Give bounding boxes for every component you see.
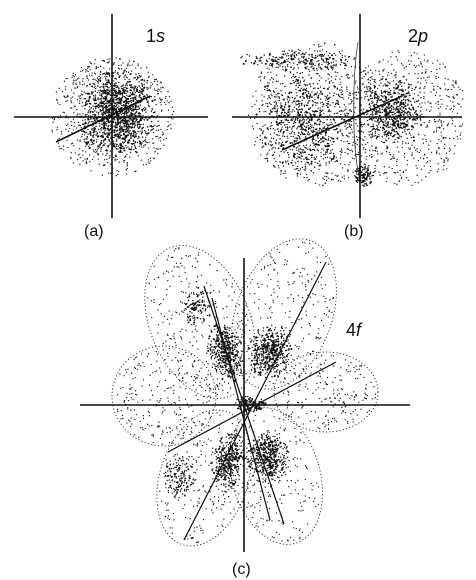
panel-b-orbital-label: 2p	[408, 26, 428, 46]
panel-c-lobe-lower-right	[214, 397, 337, 556]
panel-c-lobe-right	[274, 352, 378, 432]
panel-c-lobe-upper-right	[212, 224, 356, 403]
panel-c-orbital-label: 4f	[346, 320, 363, 340]
panel-c-lobe-upper-left	[124, 229, 277, 415]
panel-b-dot-cloud	[240, 42, 463, 187]
panel-c-caption: (c)	[232, 561, 251, 578]
panel-c-4f-orbital: 4f (c)	[80, 224, 410, 578]
panel-c-dot-cloud	[117, 242, 376, 543]
panel-c-diagonal-3	[168, 362, 336, 452]
panel-a-caption: (a)	[84, 223, 104, 240]
panel-c-lobe-lower-left	[141, 398, 268, 558]
panel-a-1s-orbital: 1s (a)	[14, 14, 208, 240]
panel-a-orbital-label: 1s	[146, 26, 165, 46]
panel-c-diagonal-2	[184, 262, 326, 540]
panel-c-lobe-outlines	[112, 224, 378, 558]
panel-b-2p-orbital: 2p (b)	[232, 14, 463, 240]
panel-b-caption: (b)	[344, 223, 364, 240]
